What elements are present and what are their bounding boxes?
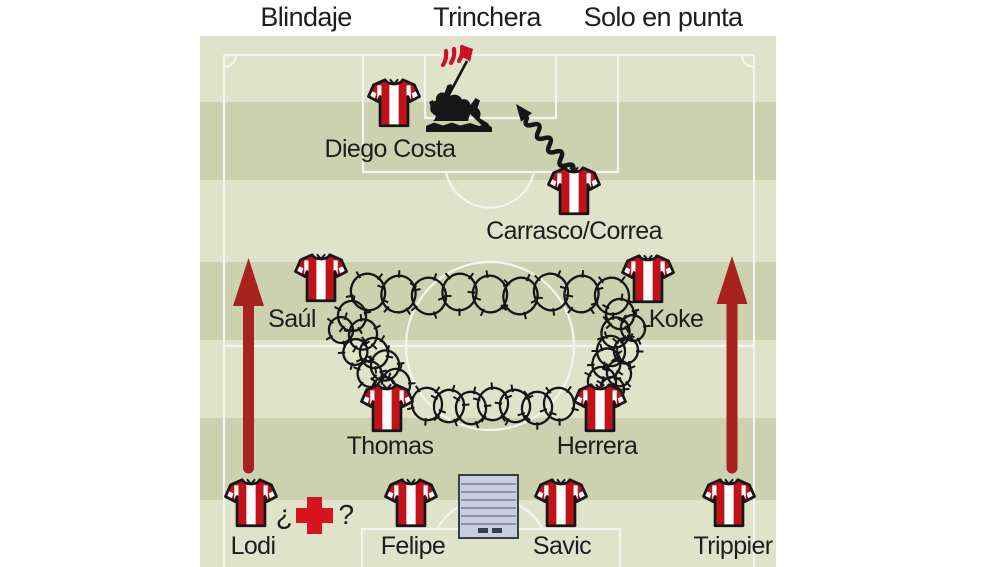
jersey-icon <box>546 165 602 217</box>
shutter-icon <box>458 474 519 539</box>
player-label-saul: Saúl <box>268 305 316 333</box>
header-label-solo-en-punta: Solo en punta <box>583 2 743 32</box>
header-label-blindaje: Blindaje <box>260 2 352 32</box>
question-close-mark: ? <box>338 499 354 530</box>
player-label-trippier: Trippier <box>693 532 773 560</box>
player-label-lodi: Lodi <box>230 532 276 560</box>
jersey-icon <box>366 77 422 129</box>
upfield-arrow-right <box>716 256 748 474</box>
player-label-thomas: Thomas <box>346 432 434 460</box>
squiggly-run-arrow <box>516 104 576 175</box>
player-herrera <box>572 382 628 434</box>
player-carrasco-correa <box>546 165 602 217</box>
jersey-icon <box>533 477 589 529</box>
player-label-herrera: Herrera <box>556 432 638 460</box>
player-label-koke: Koke <box>648 305 704 333</box>
question-open-mark: ¿ <box>275 499 293 530</box>
player-label-savic: Savic <box>532 532 592 560</box>
player-thomas <box>359 382 415 434</box>
player-diego-costa <box>366 77 422 129</box>
jersey-icon <box>620 253 676 305</box>
player-label-carrasco-correa: Carrasco/Correa <box>486 217 662 245</box>
upfield-arrow-left <box>233 258 264 474</box>
flag-raising-silhouette <box>426 44 492 132</box>
player-koke <box>620 253 676 305</box>
player-label-felipe: Felipe <box>380 532 446 560</box>
jersey-icon <box>223 477 279 529</box>
player-saul <box>293 252 349 304</box>
jersey-icon <box>383 477 439 529</box>
player-label-diego-costa: Diego Costa <box>324 135 457 163</box>
medical-cross-icon <box>296 497 333 534</box>
player-trippier <box>701 477 757 529</box>
jersey-icon <box>359 382 415 434</box>
player-savic <box>533 477 589 529</box>
jersey-icon <box>293 252 349 304</box>
jersey-icon <box>701 477 757 529</box>
player-lodi <box>223 477 279 529</box>
player-felipe <box>383 477 439 529</box>
jersey-icon <box>572 382 628 434</box>
header-label-trinchera: Trinchera <box>433 2 541 32</box>
red-white-flag-icon <box>440 44 473 68</box>
